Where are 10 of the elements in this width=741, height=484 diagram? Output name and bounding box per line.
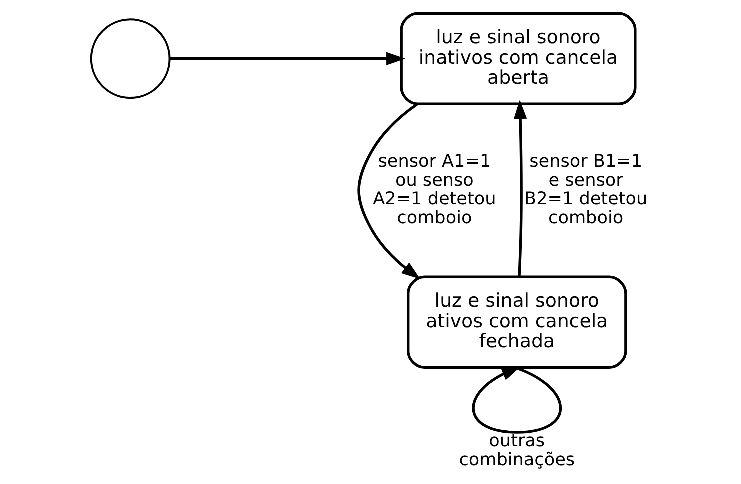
- arrow: [358, 103, 421, 280]
- arrow: [472, 366, 562, 434]
- node-box: luz e sinal sonoro inativos com cancela aberta: [400, 12, 637, 106]
- node-circle: [90, 18, 171, 100]
- edge-label: outras combinações: [459, 432, 576, 471]
- node-box: luz e sinal sonoro ativos com cancela fechada: [407, 276, 628, 370]
- edge-label: sensor B1=1 e sensor B2=1 detetou comboio: [524, 152, 648, 229]
- arrow: [170, 52, 406, 66]
- arrow: [514, 100, 528, 277]
- edge-label: sensor A1=1 ou senso A2=1 detetou comboio: [373, 152, 496, 229]
